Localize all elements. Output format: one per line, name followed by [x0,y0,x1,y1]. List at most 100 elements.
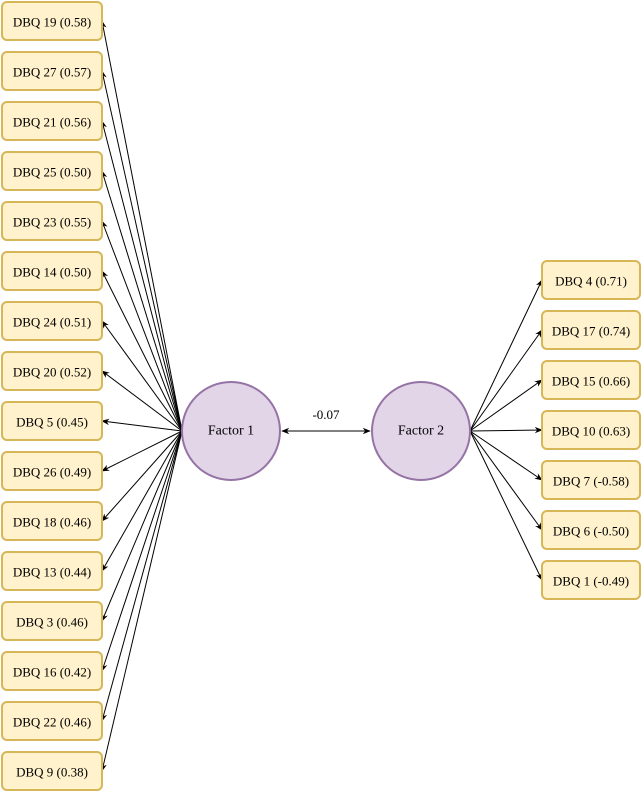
factor1-item-6-box [1,251,103,291]
factor2-item-4-box [541,410,641,450]
factor1-item-4: DBQ 25 (0.50) [1,151,103,191]
factor2-loading-arrow [469,279,543,432]
factor1-item-7-label: DBQ 24 (0.51) [13,315,91,330]
factor1-item-15: DBQ 22 (0.46) [1,701,103,741]
factor2-item-7-box [541,560,641,600]
factor1-item-3-box [1,101,103,141]
factor-1-circle [181,381,281,481]
factor1-loading-arrow [101,418,183,432]
factor1-loading-arrow [100,120,183,432]
factor2-item-7: DBQ 1 (-0.49) [541,560,641,600]
factor1-item-15-box [1,701,103,741]
edges-layer [100,20,543,772]
factor2-item-1-box [541,260,641,300]
factor1-item-5-box [1,201,103,241]
factor1-item-12: DBQ 13 (0.44) [1,551,103,591]
factor1-item-8-box [1,351,103,391]
factor1-item-5: DBQ 23 (0.55) [1,201,103,241]
factor1-item-4-label: DBQ 25 (0.50) [13,165,91,180]
factor1-loading-arrow [101,320,183,432]
factor1-item-6: DBQ 14 (0.50) [1,251,103,291]
factor-2-circle [371,381,471,481]
factor2-item-4-label: DBQ 10 (0.63) [552,424,630,439]
factor2-item-2: DBQ 17 (0.74) [541,310,641,350]
factor1-item-7-box [1,301,103,341]
factor2-item-2-label: DBQ 17 (0.74) [552,324,630,339]
factor1-item-14: DBQ 16 (0.42) [1,651,103,691]
factor2-item-3-box [541,360,641,400]
factor1-item-16: DBQ 9 (0.38) [1,751,103,791]
factor1-item-10: DBQ 26 (0.49) [1,451,103,491]
factor1-loading-arrow [101,430,183,472]
factor-2-label: Factor 2 [398,424,444,439]
factor1-item-8-label: DBQ 20 (0.52) [13,365,91,380]
factor2-loading-arrow [469,430,543,531]
factor1-item-8: DBQ 20 (0.52) [1,351,103,391]
factor1-item-12-box [1,551,103,591]
factor2-item-5-label: DBQ 7 (-0.58) [553,474,629,489]
factor1-item-16-label: DBQ 9 (0.38) [16,765,88,780]
factor2-item-4: DBQ 10 (0.63) [541,410,641,450]
factor1-item-13-box [1,601,103,641]
factor1-item-1-box [1,1,103,41]
factor1-loading-arrow [101,370,183,432]
factor1-loading-arrow [101,430,183,522]
factor1-item-2-label: DBQ 27 (0.57) [13,65,91,80]
factor1-loading-arrow [101,430,183,672]
factor2-item-6-label: DBQ 6 (-0.50) [553,524,629,539]
factor1-item-11-label: DBQ 18 (0.46) [13,515,91,530]
factor1-item-1-label: DBQ 19 (0.58) [13,15,91,30]
factor2-item-1: DBQ 4 (0.71) [541,260,641,300]
factor1-item-11-box [1,501,103,541]
factor1-item-13-label: DBQ 3 (0.46) [16,615,88,630]
factor1-loading-arrow [100,20,183,432]
factor1-loading-arrow [101,430,183,622]
factor1-item-2-box [1,51,103,91]
factor1-item-12-label: DBQ 13 (0.44) [13,565,91,580]
factor1-loading-arrow [100,430,183,772]
factor2-loading-arrow [469,430,543,481]
factor1-item-15-label: DBQ 22 (0.46) [13,715,91,730]
factor1-loading-arrow [101,270,183,432]
factor-1-label: Factor 1 [208,424,254,439]
factor1-item-16-box [1,751,103,791]
factor1-item-3: DBQ 21 (0.56) [1,101,103,141]
factor1-item-3-label: DBQ 21 (0.56) [13,115,91,130]
factor2-item-1-label: DBQ 4 (0.71) [555,274,627,289]
factor1-item-14-box [1,651,103,691]
factor2-item-5-box [541,460,641,500]
factor1-item-13: DBQ 3 (0.46) [1,601,103,641]
factor1-item-9: DBQ 5 (0.45) [1,401,103,441]
factor1-item-5-label: DBQ 23 (0.55) [13,215,91,230]
factor1-item-9-label: DBQ 5 (0.45) [16,415,88,430]
factor1-loading-arrow [100,430,183,722]
factor2-item-5: DBQ 7 (-0.58) [541,460,641,500]
factor1-item-1: DBQ 19 (0.58) [1,1,103,41]
factor1-loading-arrow [101,430,183,572]
factor2-item-6-box [541,510,641,550]
factor-1-node: Factor 1 [181,381,281,481]
factor1-item-7: DBQ 24 (0.51) [1,301,103,341]
factor2-item-6: DBQ 6 (-0.50) [541,510,641,550]
factor-correlation-label: -0.07 [312,407,340,422]
factor2-item-7-label: DBQ 1 (-0.49) [553,574,629,589]
factor1-item-2: DBQ 27 (0.57) [1,51,103,91]
factor1-item-4-box [1,151,103,191]
factor2-item-3: DBQ 15 (0.66) [541,360,641,400]
factor1-loading-arrow [101,220,183,432]
factor2-loading-arrow [469,426,543,434]
factor2-loading-arrow [469,430,543,581]
factor2-loading-arrow [469,379,543,432]
factor1-item-6-label: DBQ 14 (0.50) [13,265,91,280]
factor2-item-2-box [541,310,641,350]
factor2-loading-arrow [469,329,543,432]
factor2-item-3-label: DBQ 15 (0.66) [552,374,630,389]
factor1-loading-arrow [100,70,183,432]
factor1-item-11: DBQ 18 (0.46) [1,501,103,541]
factor1-item-10-label: DBQ 26 (0.49) [13,465,91,480]
factor1-item-9-box [1,401,103,441]
factor-2-node: Factor 2 [371,381,471,481]
factor1-item-14-label: DBQ 16 (0.42) [13,665,91,680]
factor1-loading-arrow [101,170,183,432]
